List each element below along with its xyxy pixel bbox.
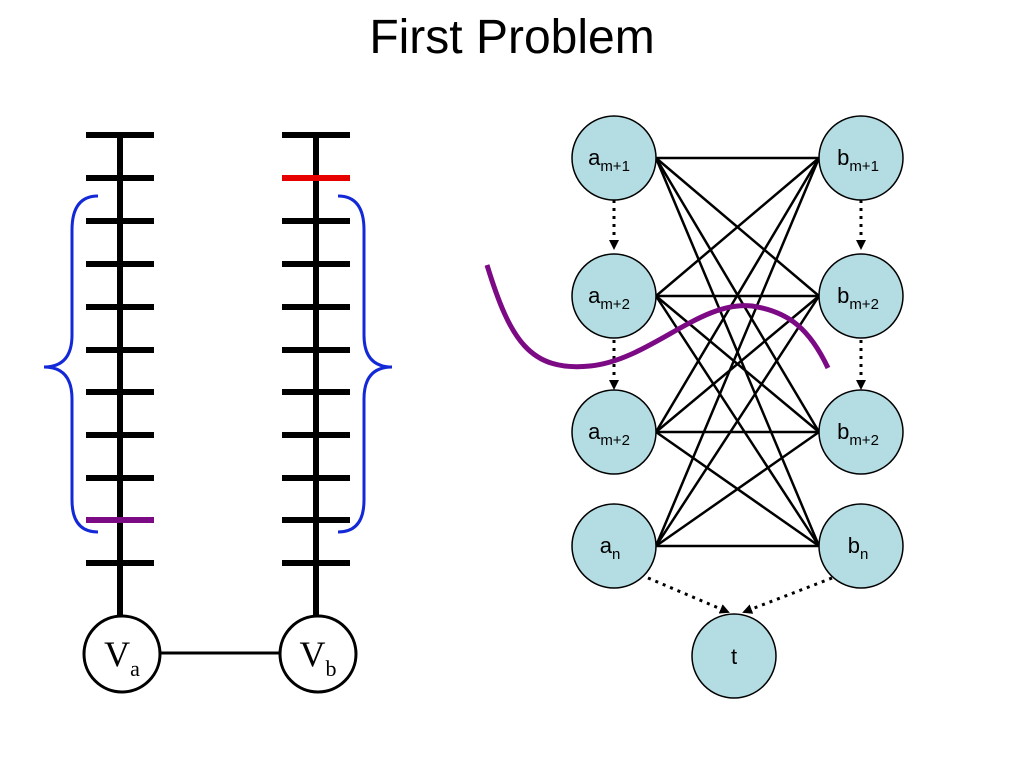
node-b-m2-upper-main: b [837, 283, 849, 308]
svg-text:bm+1: bm+1 [837, 145, 879, 175]
node-a-m1-main: a [588, 145, 601, 170]
node-a-m1-sub: m+1 [600, 158, 630, 175]
vertex-vb: Vb [278, 614, 358, 694]
node-a-n: an [571, 503, 657, 589]
vertex-vb-main: V [300, 634, 326, 674]
edge-a2-b1 [655, 157, 820, 297]
node-b-n-sub: n [860, 546, 868, 563]
node-b-m2-upper: bm+2 [818, 253, 904, 339]
ladder-a-rungs [86, 132, 154, 566]
svg-text:bn: bn [848, 533, 869, 563]
dotted-arrows [609, 200, 866, 614]
svg-text:am+2: am+2 [588, 419, 630, 449]
node-b-m2-upper-circle [818, 253, 904, 339]
arrow-bn-t [742, 576, 833, 614]
vertex-vb-sub: b [326, 656, 337, 681]
bipartite-edges [654, 156, 821, 548]
node-a-m2-upper-main: a [588, 283, 601, 308]
ladder-a [86, 132, 154, 615]
svg-text:Vb: Vb [300, 634, 337, 681]
edge-a4-b2 [654, 295, 821, 547]
node-b-m1: bm+1 [818, 115, 904, 201]
node-a-m2-lower-sub: m+2 [600, 432, 630, 449]
edge-a3-b1 [654, 157, 821, 433]
node-a-m2-upper-sub: m+2 [600, 296, 630, 313]
edge-a4-b3 [655, 430, 820, 548]
node-a-m2-upper-circle [571, 253, 657, 339]
node-b-m2-lower-sub: m+2 [849, 432, 879, 449]
node-a-m2-lower: am+2 [571, 389, 657, 475]
node-t-circle [691, 613, 777, 699]
node-t-label: t [731, 644, 737, 669]
node-b-n: bn [818, 503, 904, 589]
node-a-m1-circle [571, 115, 657, 201]
svg-text:bm+2: bm+2 [837, 419, 879, 449]
node-b-m1-circle [818, 115, 904, 201]
svg-text:am+1: am+1 [588, 145, 630, 175]
node-a-m2-lower-circle [571, 389, 657, 475]
svg-text:an: an [600, 533, 621, 563]
cut-curve [484, 264, 831, 370]
svg-text:am+2: am+2 [588, 283, 630, 313]
edge-a4-b1 [654, 157, 821, 547]
vertex-va-circle [82, 614, 162, 694]
node-b-m2-upper-sub: m+2 [849, 296, 879, 313]
node-b-m2-lower-main: b [837, 419, 849, 444]
ladder-b [282, 132, 350, 615]
arrow-an-t [647, 576, 730, 614]
vertex-va-sub: a [130, 656, 140, 681]
right-brace [337, 194, 393, 534]
svg-text:Va: Va [104, 634, 140, 681]
node-t: t [691, 613, 777, 699]
node-a-m1: am+1 [571, 115, 657, 201]
node-a-n-sub: n [612, 546, 620, 563]
node-a-m2-lower-main: a [588, 419, 601, 444]
node-a-n-main: a [600, 533, 613, 558]
vertex-va-main: V [104, 634, 130, 674]
node-a-m2-upper: am+2 [571, 253, 657, 339]
node-b-m2-lower-circle [818, 389, 904, 475]
node-b-m1-sub: m+1 [849, 158, 879, 175]
node-b-m1-main: b [837, 145, 849, 170]
svg-text:bm+2: bm+2 [837, 283, 879, 313]
node-b-m2-lower: bm+2 [818, 389, 904, 475]
left-brace [43, 194, 99, 534]
ladder-b-rungs [282, 132, 350, 566]
vertex-vb-circle [278, 614, 358, 694]
node-b-n-circle [818, 503, 904, 589]
node-a-n-circle [571, 503, 657, 589]
vertex-va: Va [82, 614, 162, 694]
slide-title: First Problem [369, 11, 655, 64]
node-b-n-main: b [848, 533, 860, 558]
